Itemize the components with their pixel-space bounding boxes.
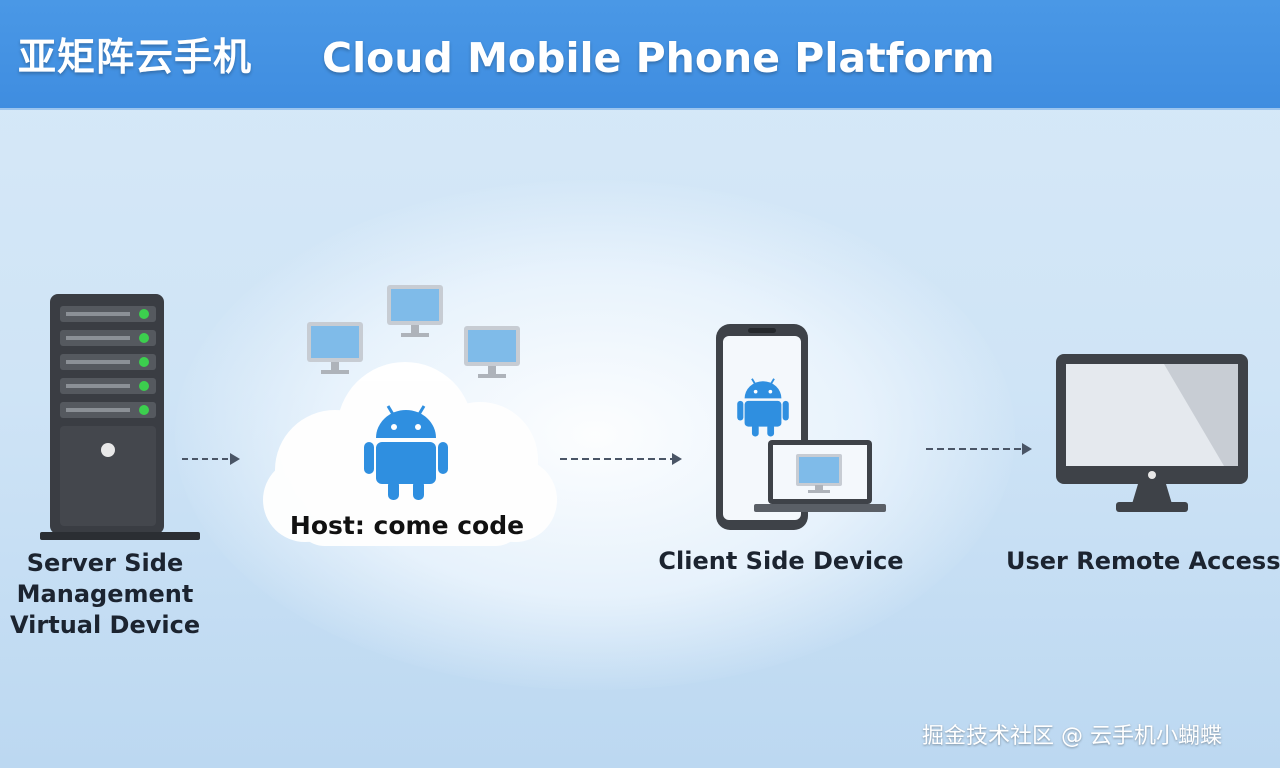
arrow-right-icon <box>560 453 682 465</box>
server-label: Server Side Management Virtual Device <box>10 548 200 641</box>
arrow-right-icon <box>926 443 1032 455</box>
desktop-monitor-icon <box>1056 354 1248 512</box>
server-label-line-1: Server Side <box>26 549 184 577</box>
page-title: Cloud Mobile Phone Platform <box>322 34 995 82</box>
server-rack-icon <box>40 294 200 540</box>
android-robot-icon <box>364 405 448 500</box>
watermark: 掘金技术社区 @ 云手机小蝴蝶 <box>922 724 1222 749</box>
arrow-right-icon <box>182 453 240 465</box>
monitor-icon <box>387 285 443 337</box>
client-label: Client Side Device <box>658 547 904 575</box>
remote-access-label: User Remote Access <box>1006 547 1280 575</box>
cloud-label: Host: come code <box>289 511 525 540</box>
monitor-icon <box>307 322 363 374</box>
laptop-icon <box>754 440 886 512</box>
android-robot-icon <box>737 378 789 437</box>
header-banner: 亚矩阵云手机 Cloud Mobile Phone Platform <box>0 0 1280 110</box>
brand-title: 亚矩阵云手机 <box>18 35 253 79</box>
monitor-icon <box>464 326 520 378</box>
server-label-line-2: Management <box>16 580 194 608</box>
server-label-line-3: Virtual Device <box>10 611 201 639</box>
